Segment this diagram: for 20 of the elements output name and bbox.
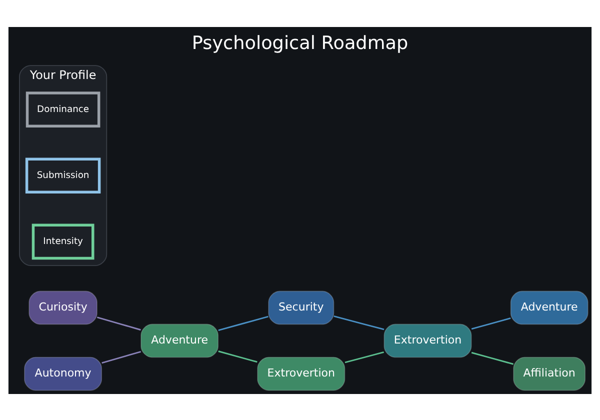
- node-box: Autonomy: [24, 356, 102, 390]
- node-box: Extrovertion: [384, 323, 472, 358]
- connector: [471, 316, 511, 330]
- node-box: Affiliation: [513, 356, 586, 390]
- connector: [102, 350, 142, 364]
- connector: [344, 350, 384, 363]
- connector: [471, 351, 514, 364]
- node-box: Adventure: [510, 290, 588, 324]
- diagram-title: Psychological Roadmap: [192, 32, 408, 54]
- connector: [96, 316, 141, 330]
- node-box: Extrovertion: [257, 356, 346, 390]
- node-box: Submission: [25, 157, 101, 194]
- connector: [218, 350, 258, 362]
- node-box: Curiosity: [28, 290, 98, 324]
- connector: [218, 315, 268, 331]
- node-box: Adventure: [140, 323, 219, 358]
- connector: [334, 314, 384, 330]
- node-box: Dominance: [26, 91, 100, 127]
- node-box: Intensity: [32, 223, 94, 260]
- node-box: Security: [268, 290, 334, 324]
